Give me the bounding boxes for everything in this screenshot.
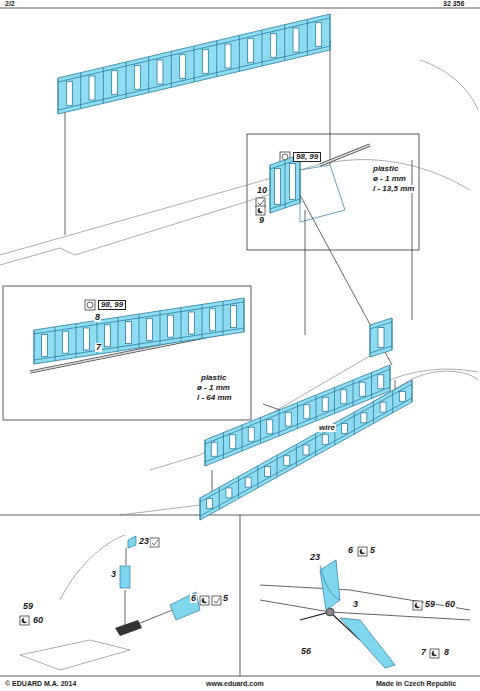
callout-number: 3 [352,600,359,609]
callout-number: 56 [300,647,312,656]
callout-number: 6 [347,546,354,555]
callout-number: 7 [420,648,427,657]
callout-number: 8 [94,313,101,322]
check-icon [212,596,221,605]
callout-number: 5 [369,546,376,555]
moon-icon [256,206,265,215]
callout-number: 23 [138,537,150,546]
callout-number: 7 [95,343,102,352]
callout-number: 59 [22,602,34,611]
footer-text: 32 356 [442,0,465,7]
note-text: wire [318,424,336,432]
callout-number: 60 [32,616,44,625]
moon-icon [413,601,422,610]
footer-text: 2/2 [4,0,16,7]
small-rib-frame [270,155,300,213]
gear-icon [85,300,95,310]
footer-text: Made in Czech Republic [375,680,457,687]
note-text: l - 64 mm [196,394,233,402]
moon-icon [20,616,29,625]
inset-rib-frame [34,298,244,364]
callout-number: 98, 99 [293,152,321,162]
callout-number: 23 [309,553,321,562]
small-part [370,318,392,357]
note-text: ø - 1 mm [372,175,407,183]
moon-icon [430,649,439,658]
callout-number: 3 [110,570,117,579]
callout-number: 9 [258,216,265,225]
callout-number: 5 [222,594,229,603]
moon-icon [200,596,209,605]
callout-number: 59 [424,600,436,609]
footer-text: www.eduard.com [205,680,265,687]
check-icon [150,538,159,547]
callout-number: 6 [190,594,197,603]
callout-number: 8 [443,648,450,657]
note-text: plastic [200,374,227,382]
top-rib-frame [58,14,330,114]
footer-text: © EDUARD M.A. 2014 [4,680,77,687]
note-text: ø - 1 mm [196,384,231,392]
callout-number: 98, 99 [98,300,126,310]
callout-number: 10 [256,186,268,195]
moon-icon [358,547,367,556]
check-icon [256,198,265,207]
note-text: l - 13,5 mm [372,185,415,193]
callout-number: 60 [444,600,456,609]
note-text: plastic [372,165,399,173]
